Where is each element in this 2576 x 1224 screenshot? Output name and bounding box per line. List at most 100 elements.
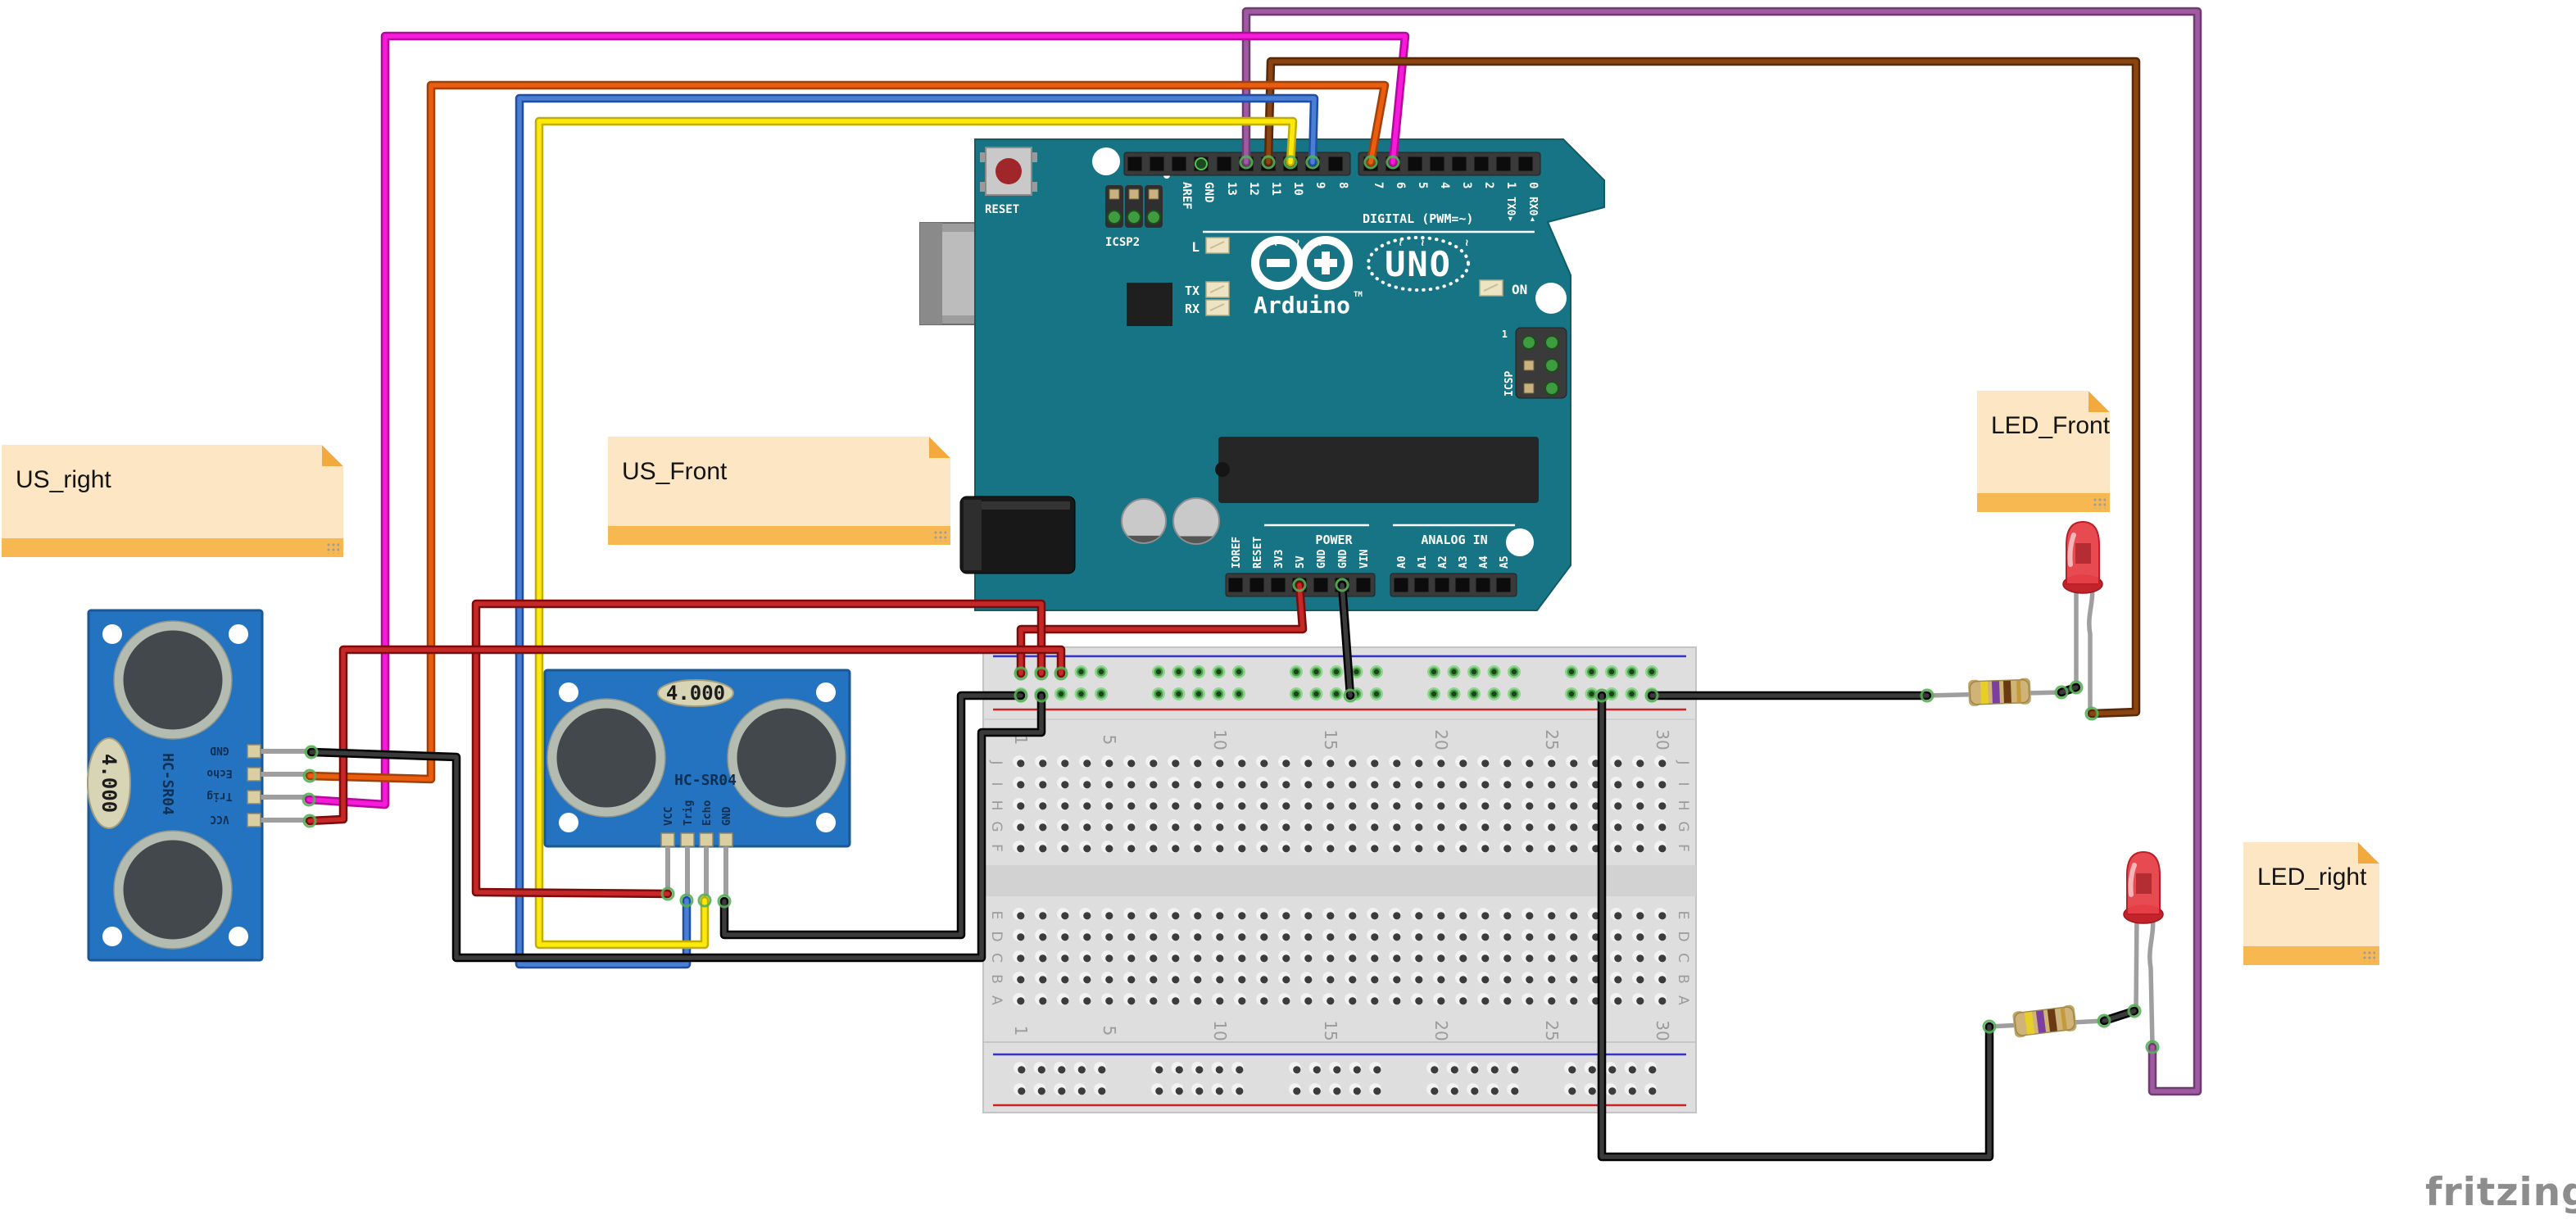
wire-red-rail-to-usright-vcc[interactable]: [305, 645, 1066, 826]
header-pin[interactable]: [1270, 577, 1286, 593]
connection-point[interactable]: [1343, 688, 1358, 703]
wire-black-usfront-gnd-to-rail[interactable]: [719, 691, 1026, 940]
connection-point[interactable]: [1283, 155, 1298, 170]
reset-button[interactable]: [980, 147, 1037, 196]
header-pin[interactable]: [1313, 577, 1329, 593]
connection-point[interactable]: [1261, 155, 1276, 170]
connection-point[interactable]: [1305, 155, 1320, 170]
header-pin[interactable]: [1495, 156, 1512, 172]
header-pin[interactable]: [1475, 577, 1491, 593]
connection-point[interactable]: [1644, 688, 1659, 703]
sensor-pin-pad[interactable]: [247, 790, 261, 805]
connection-point[interactable]: [2069, 680, 2084, 695]
sensor-pin-label: Echo: [206, 767, 232, 779]
header-pin[interactable]: [1454, 577, 1471, 593]
resistor-r-led-front[interactable]: [1968, 678, 2031, 706]
header-pin[interactable]: [1149, 156, 1165, 172]
connection-point[interactable]: [1386, 155, 1400, 170]
wire-yellow-d10-to-usfront-echo[interactable]: [534, 116, 1298, 950]
header-pin[interactable]: [1127, 156, 1143, 172]
header-pin[interactable]: [1216, 156, 1232, 172]
sensor-pin-pad[interactable]: [247, 767, 261, 782]
connection-point[interactable]: [1034, 688, 1049, 703]
connection-point[interactable]: [2127, 1004, 2142, 1018]
header-pin[interactable]: [1495, 577, 1512, 593]
connection-point[interactable]: [1014, 666, 1028, 681]
resistor-band: [2002, 680, 2011, 704]
connection-point[interactable]: [1239, 155, 1254, 170]
connection-point[interactable]: [1335, 578, 1349, 592]
wire-red-rail-to-usfront-vcc[interactable]: [471, 599, 1046, 899]
sensor-pin-pad[interactable]: [680, 832, 695, 847]
header-pin[interactable]: [1249, 577, 1265, 593]
header-pin[interactable]: [1327, 156, 1344, 172]
note-us-right[interactable]: US_right: [2, 445, 343, 557]
icsp2-header[interactable]: [1105, 185, 1163, 228]
header-pin[interactable]: [1171, 156, 1187, 172]
header-pin[interactable]: [1407, 156, 1423, 172]
sensor-pin-pad[interactable]: [719, 832, 733, 847]
connection-point[interactable]: [1594, 688, 1609, 703]
header-pin[interactable]: [1451, 156, 1467, 172]
connection-point[interactable]: [660, 886, 675, 901]
header-pin[interactable]: [1429, 156, 1445, 172]
mount-hole-icon: [102, 624, 122, 644]
wire-black-gnd-to-rail[interactable]: [1337, 580, 1355, 700]
connection-point[interactable]: [717, 894, 732, 909]
breadboard-column-label: 1: [1011, 735, 1031, 746]
wire-magenta-d6-to-usright-trig[interactable]: [304, 31, 1410, 809]
note-resize-handle[interactable]: [2093, 497, 2106, 509]
connection-point[interactable]: [1034, 666, 1049, 681]
note-led-right[interactable]: LED_right: [2243, 842, 2379, 965]
connection-point[interactable]: [302, 792, 316, 807]
wire-black-rail-to-r2[interactable]: [1597, 691, 1994, 1162]
note-us-front[interactable]: US_Front: [608, 437, 950, 545]
sensor-pin-pad[interactable]: [247, 813, 261, 827]
wire-orange-d7-to-usright-echo[interactable]: [305, 80, 1390, 784]
header-pin[interactable]: [1227, 577, 1244, 593]
sensor-pin-pad[interactable]: [660, 832, 675, 847]
connection-point[interactable]: [2145, 1040, 2160, 1054]
connection-point[interactable]: [1292, 578, 1307, 592]
sensor-pin-pad[interactable]: [247, 744, 261, 759]
connection-point[interactable]: [697, 893, 712, 908]
note-led-front[interactable]: LED_Front: [1977, 391, 2110, 512]
header-pin[interactable]: [1517, 156, 1534, 172]
connection-point[interactable]: [1920, 688, 1934, 703]
breadboard-main-holes[interactable]: [1013, 755, 1667, 1005]
arduino-pin-label-4: 4: [1438, 182, 1451, 188]
connection-point[interactable]: [2084, 706, 2099, 721]
sensor-pin-pad[interactable]: [699, 832, 714, 847]
header-pin[interactable]: [1393, 577, 1409, 593]
led-front[interactable]: [2062, 520, 2103, 594]
note-resize-handle[interactable]: [933, 530, 946, 542]
connection-point[interactable]: [2097, 1013, 2111, 1028]
connection-point[interactable]: [1054, 666, 1068, 681]
header-pin[interactable]: [1473, 156, 1490, 172]
wire-black-usright-gnd-to-rail[interactable]: [306, 691, 1046, 963]
header-pin[interactable]: [1434, 577, 1450, 593]
connection-point[interactable]: [302, 814, 317, 828]
uno-oval-icon: [1367, 236, 1470, 292]
header-pin[interactable]: [1355, 577, 1372, 593]
wire-black-r1-to-led-front[interactable]: [2057, 682, 2081, 697]
led-right[interactable]: [2123, 850, 2164, 924]
connection-point[interactable]: [1014, 688, 1028, 703]
icsp-header[interactable]: [1515, 327, 1567, 399]
connection-point[interactable]: [679, 893, 694, 908]
connection-point[interactable]: [302, 768, 317, 783]
resistor-r-led-right[interactable]: [2012, 1004, 2077, 1038]
note-resize-handle[interactable]: [326, 542, 339, 554]
digital-header-strip[interactable]: [1358, 152, 1541, 176]
breadboard-row-label: G: [1675, 821, 1691, 832]
connection-point[interactable]: [2054, 685, 2069, 700]
note-resize-handle[interactable]: [2362, 950, 2375, 962]
connection-point[interactable]: [1363, 155, 1378, 170]
connection-point[interactable]: [304, 745, 319, 759]
connection-point[interactable]: [1982, 1019, 1997, 1034]
header-pin[interactable]: [1413, 577, 1430, 593]
